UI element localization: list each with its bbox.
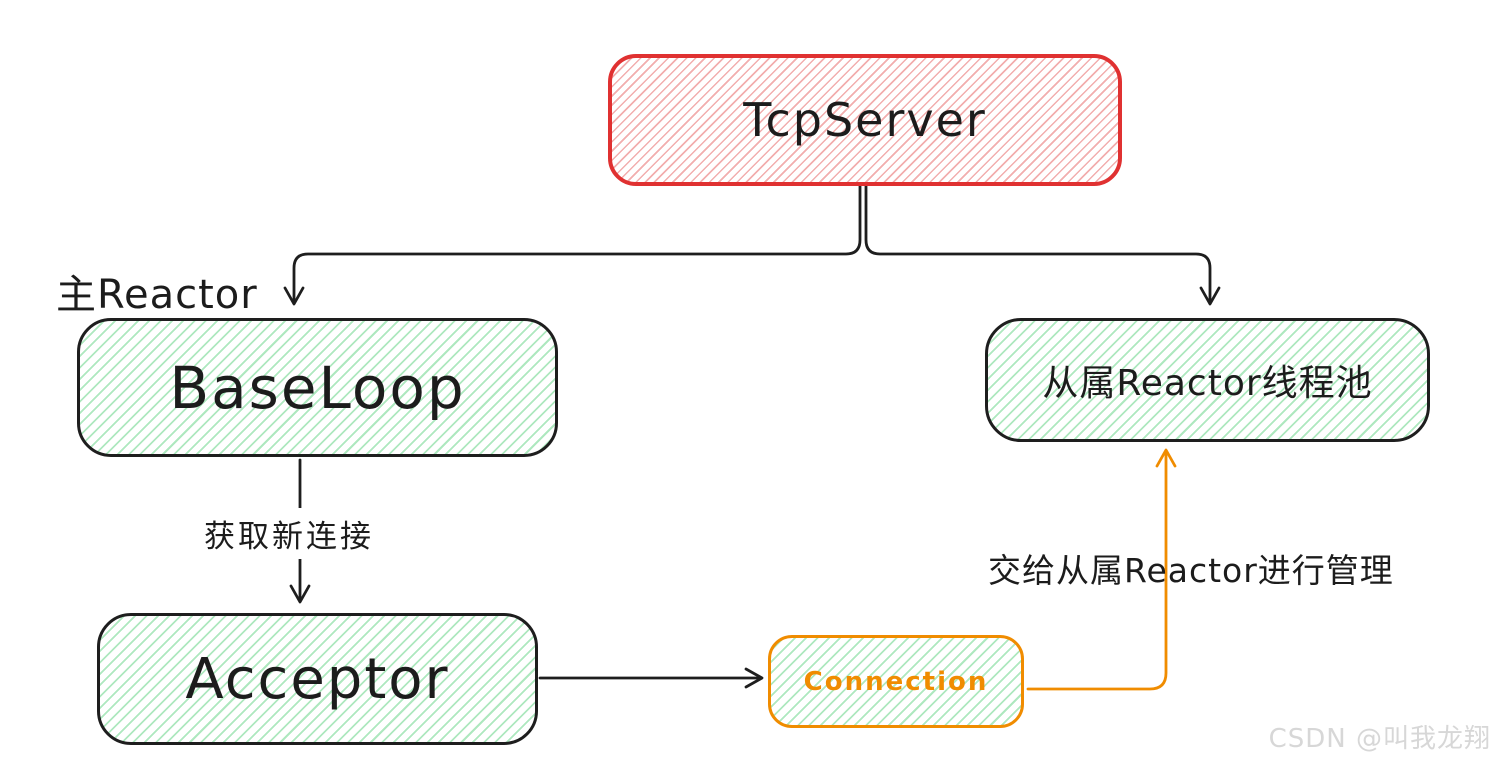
node-acceptor[interactable]: Acceptor: [97, 613, 538, 745]
edge-label-get-new-connection: 获取新连接: [196, 508, 382, 559]
edge-label-hand-over-to-reactor: 交给从属Reactor进行管理: [988, 551, 1394, 590]
node-acceptor-label: Acceptor: [185, 646, 450, 712]
arrowhead-up-pool-icon: [1155, 448, 1177, 468]
arrowhead-down-baseloop-icon: [283, 286, 305, 306]
arrowhead-down-pool-icon: [1199, 286, 1221, 306]
node-baseloop-label: BaseLoop: [169, 353, 466, 422]
node-reactor-pool[interactable]: 从属Reactor线程池: [985, 318, 1430, 442]
arrowhead-down-acceptor-icon: [289, 584, 311, 604]
edge-tcpserver-pool: [864, 184, 1212, 304]
node-tcpserver[interactable]: TcpServer: [608, 54, 1122, 186]
main-reactor-label: 主Reactor: [56, 272, 258, 318]
node-tcpserver-label: TcpServer: [743, 93, 987, 147]
watermark: CSDN @叫我龙翔: [1268, 724, 1491, 754]
node-connection-label: Connection: [803, 666, 989, 697]
node-baseloop[interactable]: BaseLoop: [77, 318, 558, 457]
node-connection[interactable]: Connection: [768, 635, 1024, 728]
arrowhead-right-connection-icon: [744, 667, 764, 689]
edge-connection-pool: [1026, 452, 1168, 691]
node-reactor-pool-label: 从属Reactor线程池: [1042, 363, 1373, 404]
edge-tcpserver-baseloop: [292, 184, 862, 304]
